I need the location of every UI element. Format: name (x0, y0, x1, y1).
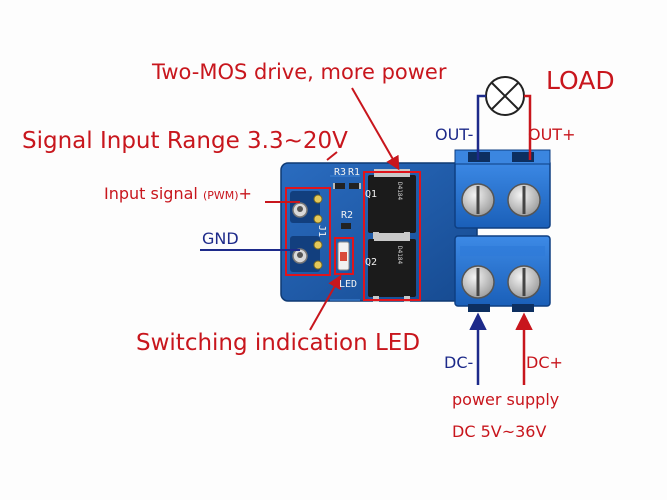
signal-range-label: Signal Input Range 3.3~20V (22, 128, 348, 154)
input-signal-label: Input signal (PWM)+ (104, 186, 252, 202)
silk-r3: R3 (334, 167, 347, 178)
silk-q2: Q2 (365, 257, 378, 268)
terminal-block-power (454, 235, 551, 312)
resistors (333, 183, 361, 229)
gnd-label: GND (202, 229, 239, 248)
silk-r1: R1 (348, 167, 361, 178)
annotation-arrows (200, 87, 533, 385)
chip-marking-q2: D4184 (396, 246, 403, 265)
silk-q1: Q1 (365, 189, 378, 200)
terminal-block-output (454, 149, 551, 229)
pwm-text: (PWM) (202, 189, 239, 202)
silk-led: LED (339, 279, 358, 290)
out-minus-label: OUT- (435, 125, 474, 144)
highlight-boxes (285, 171, 421, 301)
indicator-led (337, 241, 350, 271)
lamp-symbol-icon (485, 76, 525, 116)
out-plus-label: OUT+ (528, 125, 576, 144)
input-header (290, 191, 323, 272)
chip-marking-q1: D4184 (396, 182, 403, 201)
power-supply-label: power supply (452, 390, 560, 409)
dc-range-label: DC 5V~36V (452, 422, 547, 441)
silk-j1: J1 (316, 225, 327, 238)
mosfet-q1 (368, 169, 416, 240)
switching-led-label: Switching indication LED (136, 330, 421, 356)
input-plus-text: + (238, 184, 252, 203)
load-wiring (476, 94, 532, 160)
mos-drive-title: Two-MOS drive, more power (152, 60, 447, 84)
dc-minus-label: DC- (444, 353, 474, 372)
input-signal-text: Input signal (104, 184, 198, 203)
load-label: LOAD (546, 66, 615, 95)
dc-plus-label: DC+ (526, 353, 563, 372)
silk-r2: R2 (341, 210, 354, 221)
